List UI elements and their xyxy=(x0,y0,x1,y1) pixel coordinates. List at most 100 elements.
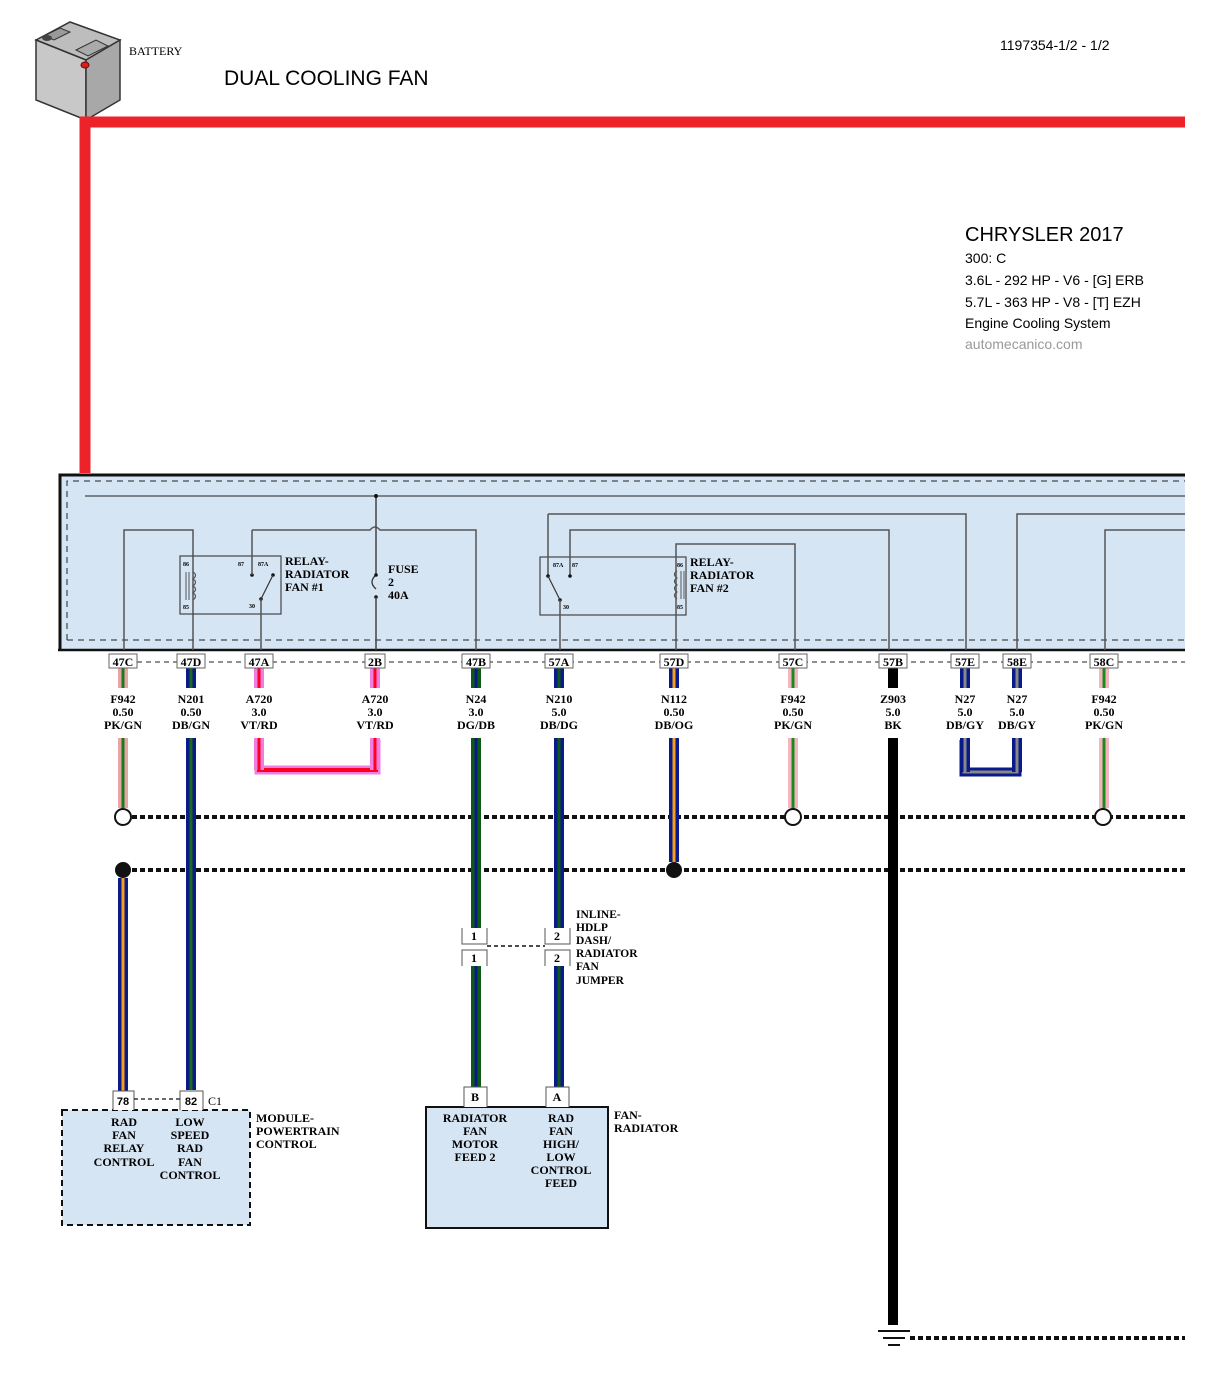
vehicle-system: Engine Cooling System xyxy=(965,315,1111,331)
relay2-pin-86: 86 xyxy=(677,563,683,569)
wire-circuit: F942 xyxy=(1091,692,1116,706)
fuse-label: FUSE 2 40A xyxy=(388,562,419,602)
pin-id: 47B xyxy=(466,655,486,669)
pin-box xyxy=(461,653,491,669)
pin-id: 58E xyxy=(1007,655,1027,669)
pin-id: 57A xyxy=(549,655,570,669)
relay-2 xyxy=(539,556,687,616)
inline-name-line: JUMPER xyxy=(576,975,625,987)
inline-name-line: INLINE- xyxy=(576,909,621,921)
wire-gauge: 0.50 xyxy=(783,705,804,719)
fan-desc-line: LOW xyxy=(546,1150,575,1164)
powertrain-control-module: 78 82 C1 xyxy=(61,1090,251,1226)
wire-stub xyxy=(1099,668,1109,688)
pcm-name-line: MODULE- xyxy=(256,1111,314,1125)
wire-color: DB/OG xyxy=(655,718,694,732)
wire-f942-58c xyxy=(1099,738,1109,808)
relay2-name-line: RADIATOR xyxy=(690,568,755,582)
inline-pin-1-bottom: 1 xyxy=(471,951,477,965)
fan-name-line: RADIATOR xyxy=(614,1121,679,1135)
wire-n24-47b xyxy=(471,738,481,928)
wire-f942-57c xyxy=(788,738,798,808)
pcm-connector-id: C1 xyxy=(208,1094,222,1108)
splice-closed-pcm xyxy=(115,862,131,878)
wire-gauge: 3.0 xyxy=(252,705,267,719)
pin-id: 47D xyxy=(181,655,202,669)
fan-desc-line: MOTOR xyxy=(452,1137,499,1151)
pin-box xyxy=(364,653,386,669)
wire-n210-to-fan xyxy=(554,966,564,1087)
fan-desc-line: HIGH/ xyxy=(543,1137,580,1151)
pin-id: 58C xyxy=(1094,655,1115,669)
pcm-desc-line: CONTROL xyxy=(160,1168,221,1182)
wire-gauge: 3.0 xyxy=(469,705,484,719)
relay-2-label: RELAY- RADIATOR FAN #2 xyxy=(690,555,755,595)
inline-pin-1-top: 1 xyxy=(471,929,477,943)
wire-gauge: 0.50 xyxy=(664,705,685,719)
wire-color: DB/GY xyxy=(946,718,984,732)
fuse-name-line: FUSE xyxy=(388,562,419,576)
pcm-label: MODULE- POWERTRAIN CONTROL xyxy=(256,1111,340,1151)
wire-a720-2b xyxy=(370,738,380,770)
battery-label: BATTERY xyxy=(129,44,183,58)
relay2-name-line: FAN #2 xyxy=(690,581,729,595)
pcm-pin-82: 82 xyxy=(185,1096,197,1108)
relay1-pin-85: 85 xyxy=(183,605,189,611)
wire-a720-47a xyxy=(254,738,264,770)
wire-stub xyxy=(888,668,898,688)
relay-1-label: RELAY- RADIATOR FAN #1 xyxy=(285,554,350,594)
wire-color: DB/GN xyxy=(172,718,210,732)
fuse-name-line: 2 xyxy=(388,575,394,589)
pin-box xyxy=(950,653,980,669)
pcm-name-line: POWERTRAIN xyxy=(256,1124,340,1138)
relay-1-pins: 86 85 87 87A 30 xyxy=(183,562,269,611)
pcm-desc-line: RAD xyxy=(111,1115,137,1129)
pcm-desc-line: FAN xyxy=(112,1128,136,1142)
wire-color: BK xyxy=(884,718,902,732)
wire-circuit: A720 xyxy=(362,692,389,706)
wire-gauge: 0.50 xyxy=(1094,705,1115,719)
relay1-pin-86: 86 xyxy=(183,562,189,568)
diagram-title: DUAL COOLING FAN xyxy=(224,67,429,90)
pin-box xyxy=(878,653,908,669)
wire-color: VT/RD xyxy=(356,718,394,732)
fan-label: FAN- RADIATOR xyxy=(614,1108,679,1135)
fan-desc-line: FAN xyxy=(549,1124,573,1138)
wire-stub xyxy=(960,668,970,688)
wire-stub xyxy=(186,668,196,688)
wire-circuit: F942 xyxy=(780,692,805,706)
relay1-pin-87a: 87A xyxy=(258,562,269,568)
pin-box xyxy=(244,653,274,669)
radiator-fan-module: B A xyxy=(425,1086,609,1229)
inline-connector-label: INLINE- HDLP DASH/ RADIATOR FAN JUMPER xyxy=(576,909,638,987)
relay-2-pins: 87A 87 30 86 85 xyxy=(553,563,683,611)
relay1-name-line: RELAY- xyxy=(285,554,329,568)
fan-desc-line: FAN xyxy=(463,1124,487,1138)
wire-gauge: 5.0 xyxy=(1010,705,1025,719)
pcm-desc-line: RAD xyxy=(177,1141,203,1155)
wire-circuit: N201 xyxy=(178,692,205,706)
pcm-pin78-description: RAD FAN RELAY CONTROL xyxy=(94,1115,155,1169)
relay1-pin-30: 30 xyxy=(249,604,255,610)
pcm-desc-line: LOW xyxy=(175,1115,204,1129)
pin-id: 47C xyxy=(113,655,134,669)
pcm-name-line: CONTROL xyxy=(256,1137,317,1151)
splice-open-47c xyxy=(114,808,132,826)
wire-gauge: 0.50 xyxy=(181,705,202,719)
wire-color: PK/GN xyxy=(104,718,142,732)
fan-desc-line: FEED xyxy=(545,1176,577,1190)
vehicle-model: 300: C xyxy=(965,250,1006,266)
pcm-desc-line: FAN xyxy=(178,1155,202,1169)
relay1-pin-87: 87 xyxy=(238,562,244,568)
wire-color: DG/DB xyxy=(457,718,495,732)
relay-1 xyxy=(179,555,282,615)
inline-pin-2-top: 2 xyxy=(554,929,560,943)
